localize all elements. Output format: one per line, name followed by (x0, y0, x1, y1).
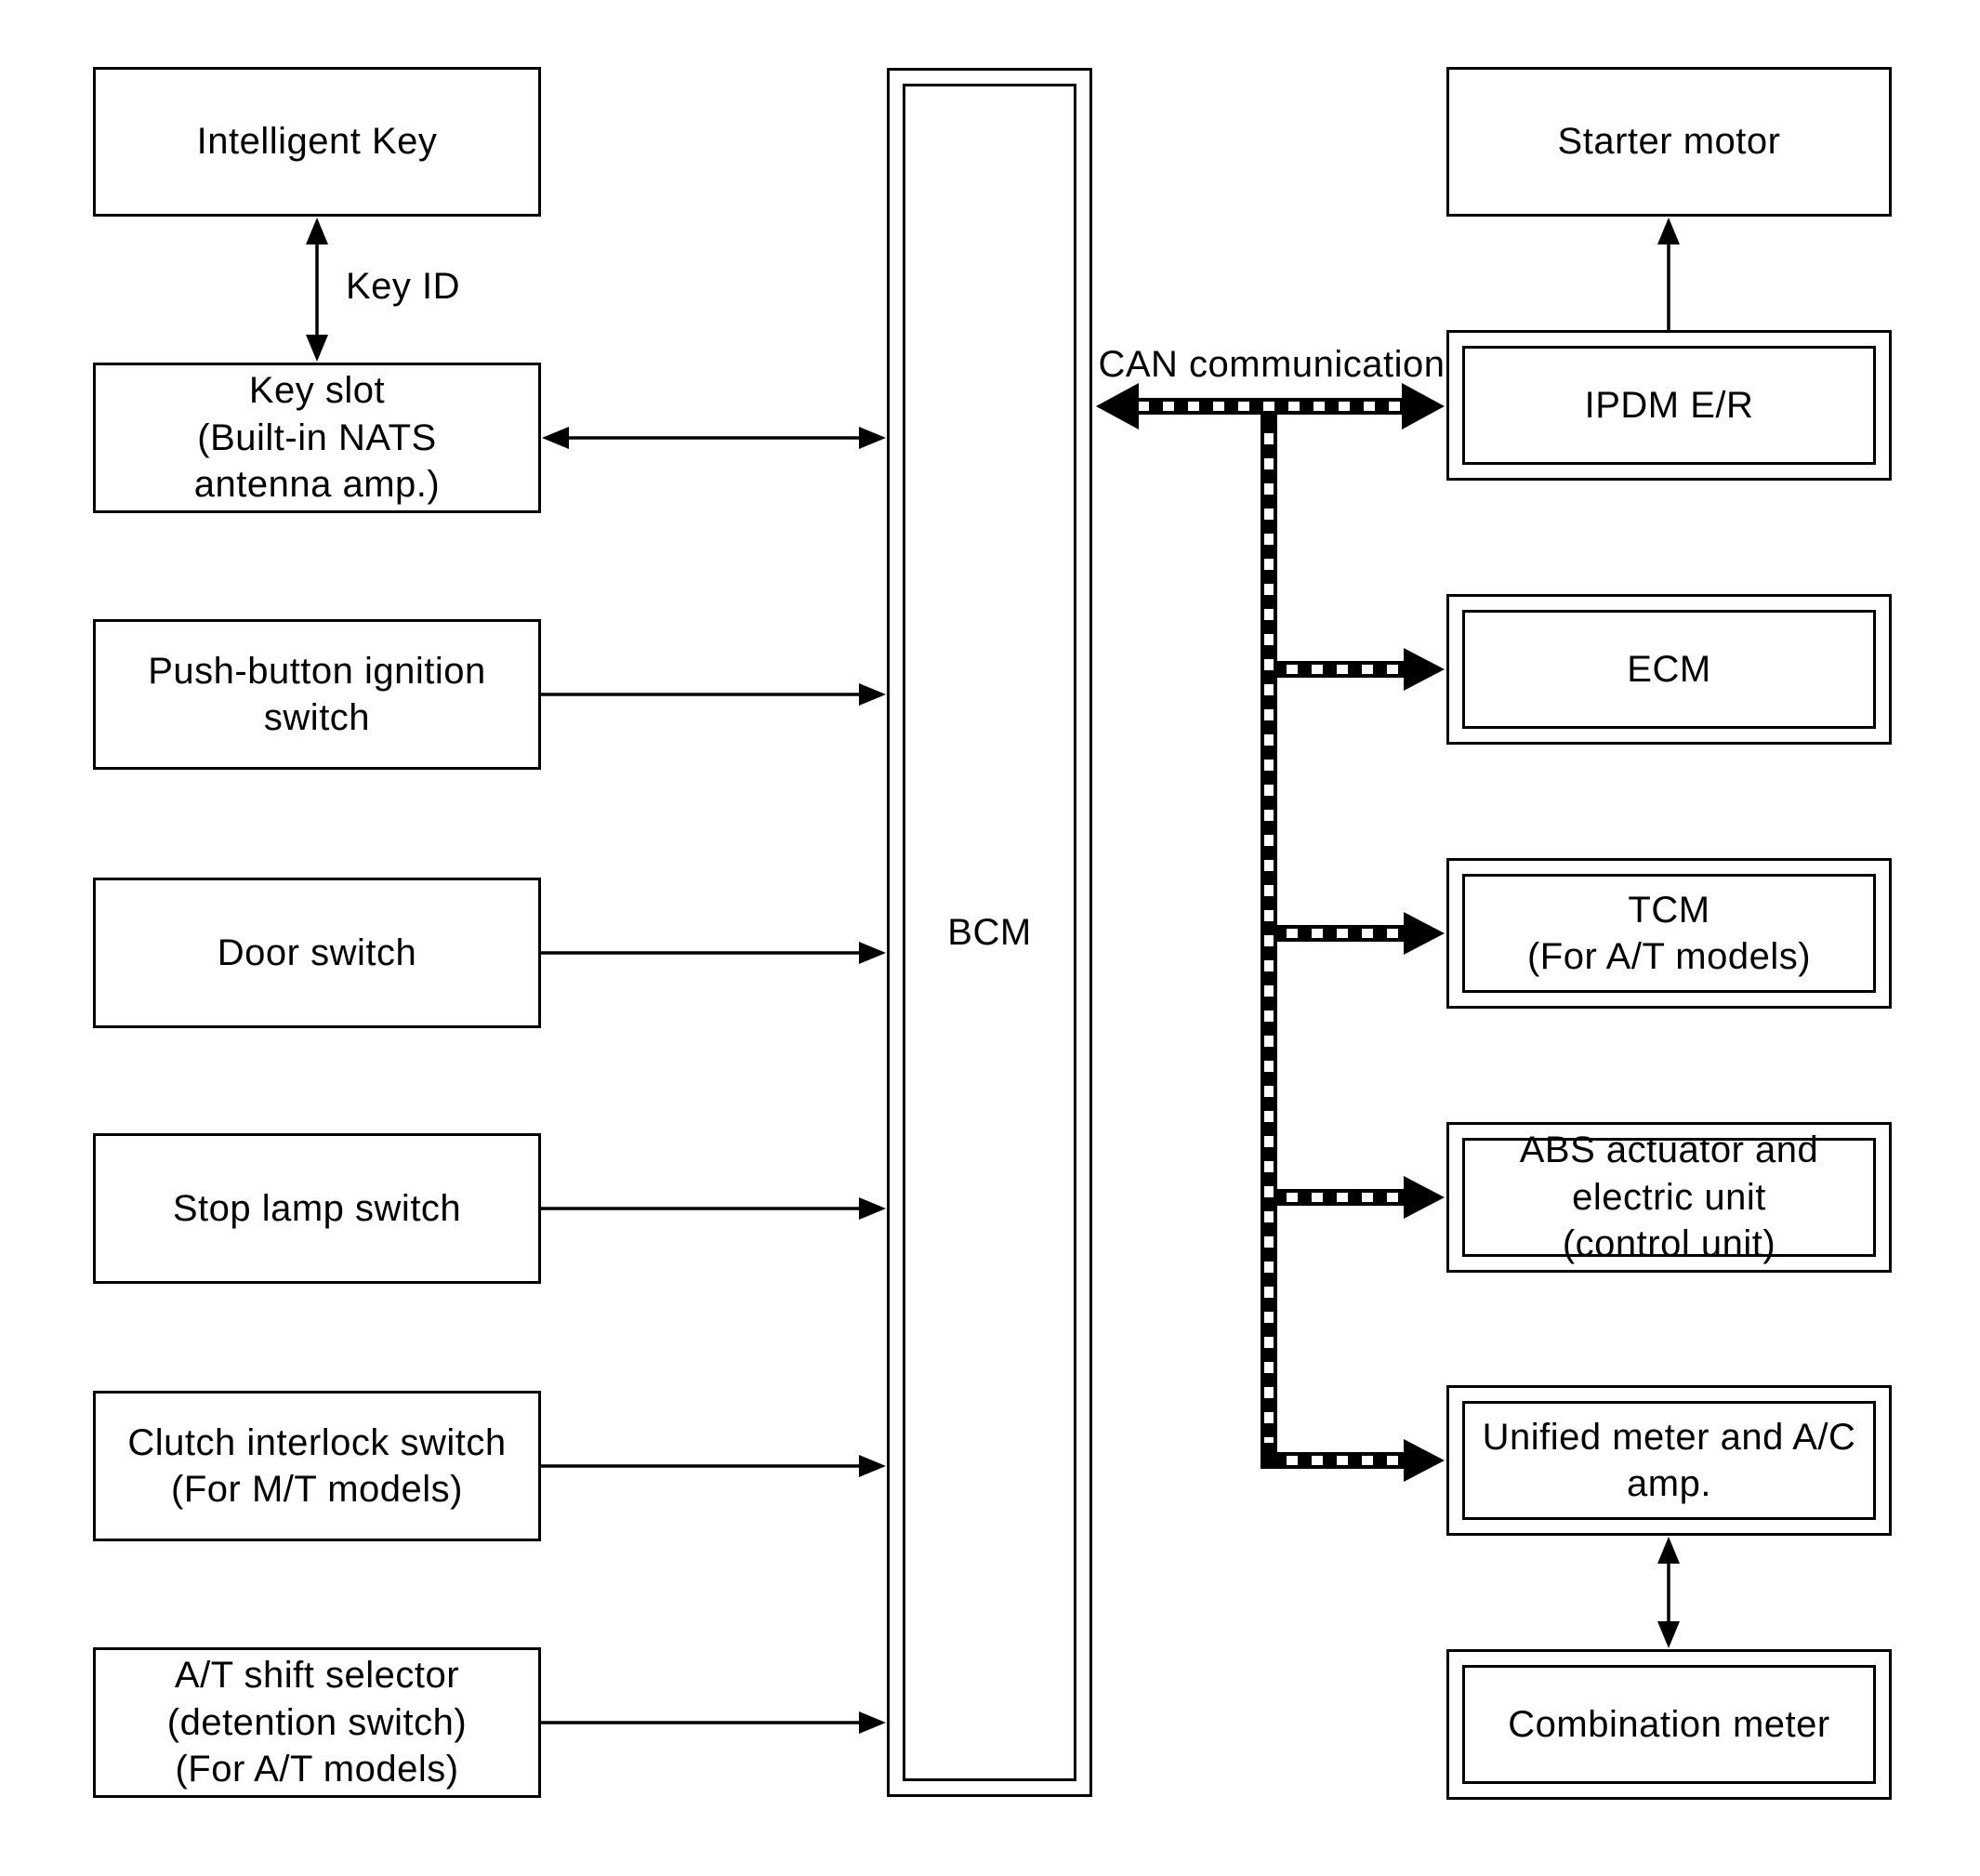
box-door-switch: Door switch (93, 878, 541, 1028)
can-bus-dashes (1138, 402, 1406, 1465)
combination-meter-inner-frame: Combination meter (1462, 1665, 1876, 1784)
box-label: ECM (1627, 648, 1711, 690)
box-combination-meter: Combination meter (1446, 1649, 1892, 1800)
box-label: Combination meter (1508, 1703, 1830, 1745)
box-label: BCM (947, 911, 1032, 953)
box-label: TCM (For A/T models) (1526, 889, 1812, 977)
tcm-inner-frame: TCM (For A/T models) (1462, 874, 1876, 993)
arrow-clutch-bcm (541, 1455, 886, 1477)
box-label: ABS actuator and electric unit (control … (1519, 1130, 1819, 1265)
arrow-door-bcm (541, 942, 886, 964)
box-intelligent-key: Intelligent Key (93, 67, 541, 217)
arrow-key-id (306, 218, 328, 362)
box-key-slot: Key slot (Built-in NATS antenna amp.) (93, 363, 541, 513)
arrow-atshift-bcm (541, 1711, 886, 1734)
box-clutch-interlock-switch: Clutch interlock switch (For M/T models) (93, 1391, 541, 1541)
arrow-pushbutton-bcm (541, 683, 886, 706)
box-unified-meter-ac-amp: Unified meter and A/C amp. (1446, 1385, 1892, 1536)
abs-inner-frame: ABS actuator and electric unit (control … (1462, 1130, 1876, 1264)
can-communication-label: CAN communication (1098, 344, 1445, 385)
arrow-ipdm-starter (1657, 218, 1680, 330)
box-label: Clutch interlock switch (For M/T models) (127, 1421, 507, 1510)
ecm-inner-frame: ECM (1462, 610, 1876, 729)
box-label: A/T shift selector (detention switch) (F… (166, 1655, 468, 1790)
arrow-stoplamp-bcm (541, 1197, 886, 1220)
box-ipdm-er: IPDM E/R (1446, 330, 1892, 481)
box-push-button-ignition-switch: Push-button ignition switch (93, 619, 541, 770)
box-label: Door switch (217, 931, 417, 973)
box-ecm: ECM (1446, 594, 1892, 745)
box-abs-actuator: ABS actuator and electric unit (control … (1446, 1122, 1892, 1273)
box-bcm: BCM (887, 68, 1092, 1797)
bcm-inner-frame: BCM (903, 84, 1076, 1781)
can-bus-arrowheads (1096, 383, 1445, 1482)
arrow-unified-combination (1657, 1537, 1680, 1648)
key-id-label: Key ID (346, 266, 461, 307)
unified-meter-inner-frame: Unified meter and A/C amp. (1462, 1401, 1876, 1520)
box-label: Unified meter and A/C amp. (1482, 1416, 1856, 1504)
box-tcm: TCM (For A/T models) (1446, 858, 1892, 1009)
box-label: Push-button ignition switch (148, 650, 486, 738)
box-label: Intelligent Key (196, 121, 438, 163)
box-starter-motor: Starter motor (1446, 67, 1892, 217)
box-label: Starter motor (1557, 121, 1781, 163)
arrow-keyslot-bcm (542, 427, 886, 449)
box-label: IPDM E/R (1584, 384, 1754, 426)
box-label: Stop lamp switch (172, 1187, 462, 1229)
box-stop-lamp-switch: Stop lamp switch (93, 1133, 541, 1284)
box-at-shift-selector: A/T shift selector (detention switch) (F… (93, 1647, 541, 1798)
box-label: Key slot (Built-in NATS antenna amp.) (193, 370, 441, 506)
ipdm-inner-frame: IPDM E/R (1462, 346, 1876, 465)
